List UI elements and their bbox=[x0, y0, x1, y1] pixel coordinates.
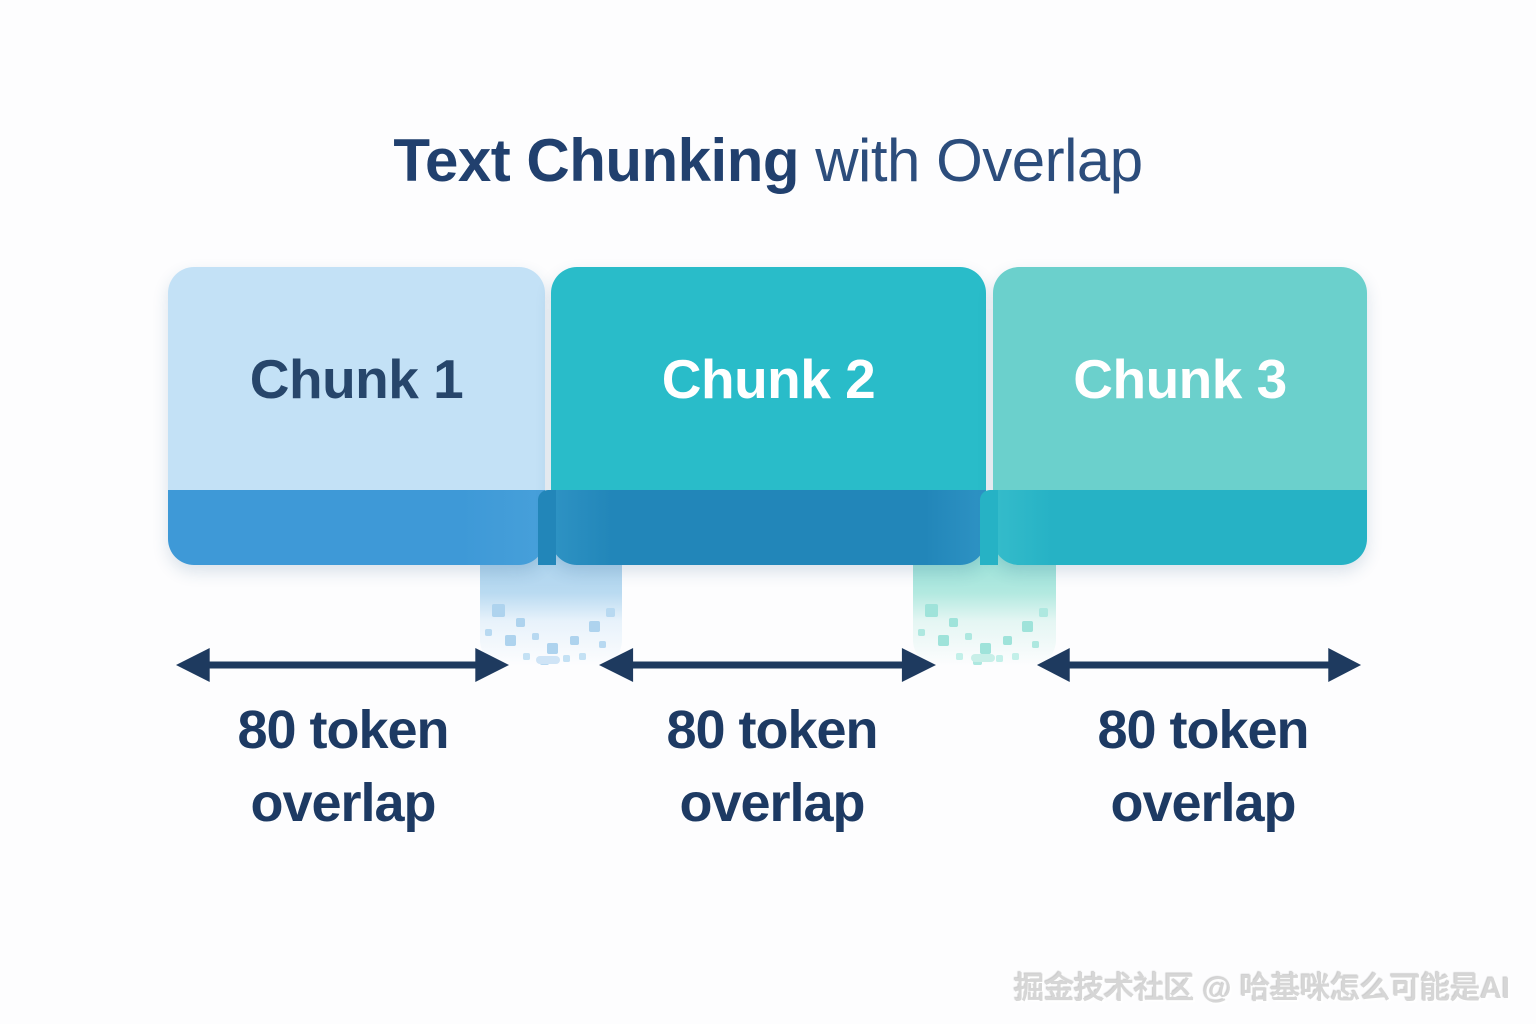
chunk-1-card: Chunk 1 bbox=[168, 267, 545, 565]
double-arrow-icon bbox=[1036, 648, 1362, 682]
overlap-splatter-body bbox=[480, 548, 622, 666]
chunk-2-card: Chunk 2 bbox=[551, 267, 986, 565]
double-arrow-icon bbox=[175, 648, 510, 682]
chunk-2-overlap-band bbox=[551, 490, 986, 565]
overlap-word: overlap bbox=[250, 773, 436, 833]
overlap-arrow-3 bbox=[1035, 643, 1363, 687]
overlap-splatter-body bbox=[913, 548, 1056, 666]
band-join-1 bbox=[538, 490, 556, 565]
overlap-amount: 80 token bbox=[1097, 700, 1309, 760]
splatter-dash bbox=[536, 656, 560, 664]
overlap-amount: 80 token bbox=[666, 700, 878, 760]
chunk-2-label: Chunk 2 bbox=[661, 347, 876, 410]
band-join-2 bbox=[980, 490, 998, 565]
page-title: Text Chunking with Overlap bbox=[0, 126, 1536, 195]
page-title-bold: Text Chunking bbox=[393, 127, 800, 195]
overlap-word: overlap bbox=[679, 773, 865, 833]
watermark-text: 掘金技术社区 @ 哈基咪怎么可能是AI bbox=[1014, 972, 1510, 1005]
overlap-arrow-1 bbox=[174, 643, 511, 687]
chunk-3-label: Chunk 3 bbox=[1073, 347, 1287, 410]
page-title-rest: with Overlap bbox=[799, 127, 1143, 195]
overlap-label-2: 80 token overlap bbox=[592, 694, 952, 840]
overlap-word: overlap bbox=[1110, 773, 1296, 833]
overlap-splatter-1 bbox=[480, 548, 622, 666]
overlap-amount: 80 token bbox=[237, 700, 449, 760]
overlap-label-3: 80 token overlap bbox=[1023, 694, 1383, 840]
chunk-2-body: Chunk 2 bbox=[551, 267, 986, 490]
overlap-splatter-2 bbox=[913, 548, 1056, 666]
overlap-arrow-2 bbox=[597, 643, 938, 687]
chunk-3-body: Chunk 3 bbox=[993, 267, 1367, 490]
chunk-1-overlap-band bbox=[168, 490, 545, 565]
chunk-3-overlap-band bbox=[993, 490, 1367, 565]
chunk-1-body: Chunk 1 bbox=[168, 267, 545, 490]
overlap-label-1: 80 token overlap bbox=[163, 694, 523, 840]
chunk-3-card: Chunk 3 bbox=[993, 267, 1367, 565]
double-arrow-icon bbox=[599, 648, 936, 682]
splatter-dash bbox=[971, 654, 995, 662]
chunk-1-label: Chunk 1 bbox=[249, 347, 464, 410]
